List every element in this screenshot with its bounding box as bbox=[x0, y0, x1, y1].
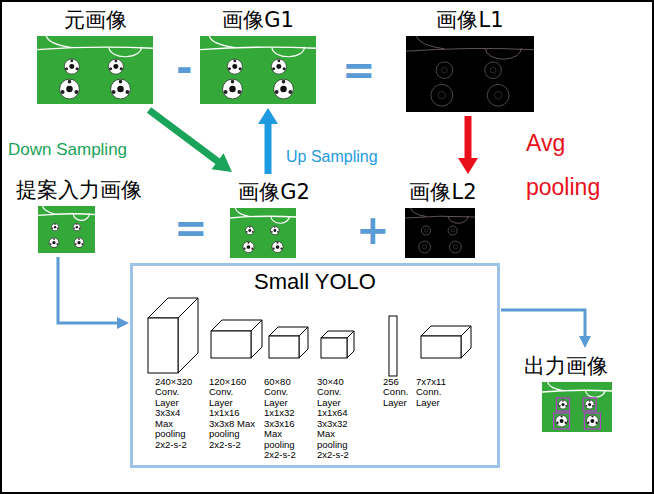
flow-arrow bbox=[58, 257, 129, 329]
layer-spec: 30×40 Conv. Layer 1x1x64 3x3x32 Max pool… bbox=[317, 377, 363, 461]
flow-arrow bbox=[501, 310, 591, 348]
image-node: 元画像 bbox=[35, 6, 155, 104]
laplacian-image bbox=[405, 208, 475, 258]
image-node: 画像L2 bbox=[398, 178, 488, 258]
layer-block bbox=[210, 319, 263, 359]
image-caption: 出力画像 bbox=[516, 352, 616, 380]
math-symbol: = bbox=[342, 50, 376, 90]
image-caption: 提案入力画像 bbox=[14, 176, 144, 204]
layer-bar bbox=[388, 315, 398, 377]
layer-spec: 7x7x11 Conn. Layer bbox=[416, 377, 462, 408]
flow-arrow bbox=[458, 116, 478, 174]
arrow-line bbox=[465, 116, 472, 161]
layer-column: 120×160 Conv. Layer 1x1x16 3x3x8 Max poo… bbox=[209, 294, 255, 466]
edge-label: Avg pooling bbox=[526, 122, 626, 209]
arrow-line bbox=[501, 310, 585, 338]
image-caption: 元画像 bbox=[35, 6, 155, 34]
field-image bbox=[37, 36, 153, 104]
image-caption: 画像G1 bbox=[198, 6, 318, 34]
layer-spec: 256 Conn. Layer bbox=[383, 377, 413, 408]
layer-block bbox=[147, 297, 199, 374]
image-node: 画像G2 bbox=[228, 178, 320, 258]
flow-arrow bbox=[258, 108, 278, 174]
math-symbol: - bbox=[176, 48, 193, 88]
layer-spec: 120×160 Conv. Layer 1x1x16 3x3x8 Max poo… bbox=[209, 377, 255, 450]
image-node: 画像G1 bbox=[198, 6, 318, 104]
field-image bbox=[230, 208, 296, 258]
field-image bbox=[38, 206, 95, 253]
image-caption: 画像G2 bbox=[228, 178, 320, 206]
layer-column: 60×80 Conv. Layer 1x1x32 3x3x16 Max pool… bbox=[264, 294, 310, 466]
network-box: Small YOLO 240×320 Conv. Layer 3x3x4 Max … bbox=[130, 263, 500, 468]
layer-block bbox=[268, 326, 309, 359]
box-title: Small YOLO bbox=[133, 268, 497, 296]
field-image bbox=[200, 36, 316, 104]
image-caption: 画像L2 bbox=[398, 178, 488, 206]
image-node: 画像L1 bbox=[403, 6, 537, 112]
layer-column: 240×320 Conv. Layer 3x3x4 Max pooling 2x… bbox=[155, 294, 199, 466]
arrow-line bbox=[58, 257, 119, 323]
laplacian-image bbox=[406, 36, 534, 112]
field-image bbox=[542, 382, 612, 432]
edge-label: Down Sampling bbox=[8, 140, 127, 160]
image-caption: 画像L1 bbox=[403, 6, 537, 34]
arrow-line bbox=[149, 110, 220, 163]
layer-column: 7x7x11 Conn. Layer bbox=[416, 294, 462, 466]
layer-spec: 60×80 Conv. Layer 1x1x32 3x3x16 Max pool… bbox=[264, 377, 310, 461]
image-node: 出力画像 bbox=[516, 352, 616, 432]
layer-spec: 240×320 Conv. Layer 3x3x4 Max pooling 2x… bbox=[155, 377, 199, 450]
layer-column: 256 Conn. Layer bbox=[383, 294, 413, 466]
image-node: 提案入力画像 bbox=[14, 176, 144, 253]
layer-column: 30×40 Conv. Layer 1x1x64 3x3x32 Max pool… bbox=[317, 294, 363, 466]
flow-arrow bbox=[149, 110, 232, 172]
arrow-line bbox=[265, 121, 272, 174]
edge-label: Up Sampling bbox=[286, 148, 378, 166]
math-symbol: + bbox=[356, 210, 390, 250]
math-symbol: = bbox=[174, 208, 208, 248]
layer-block bbox=[320, 330, 355, 359]
layer-block bbox=[420, 325, 472, 359]
